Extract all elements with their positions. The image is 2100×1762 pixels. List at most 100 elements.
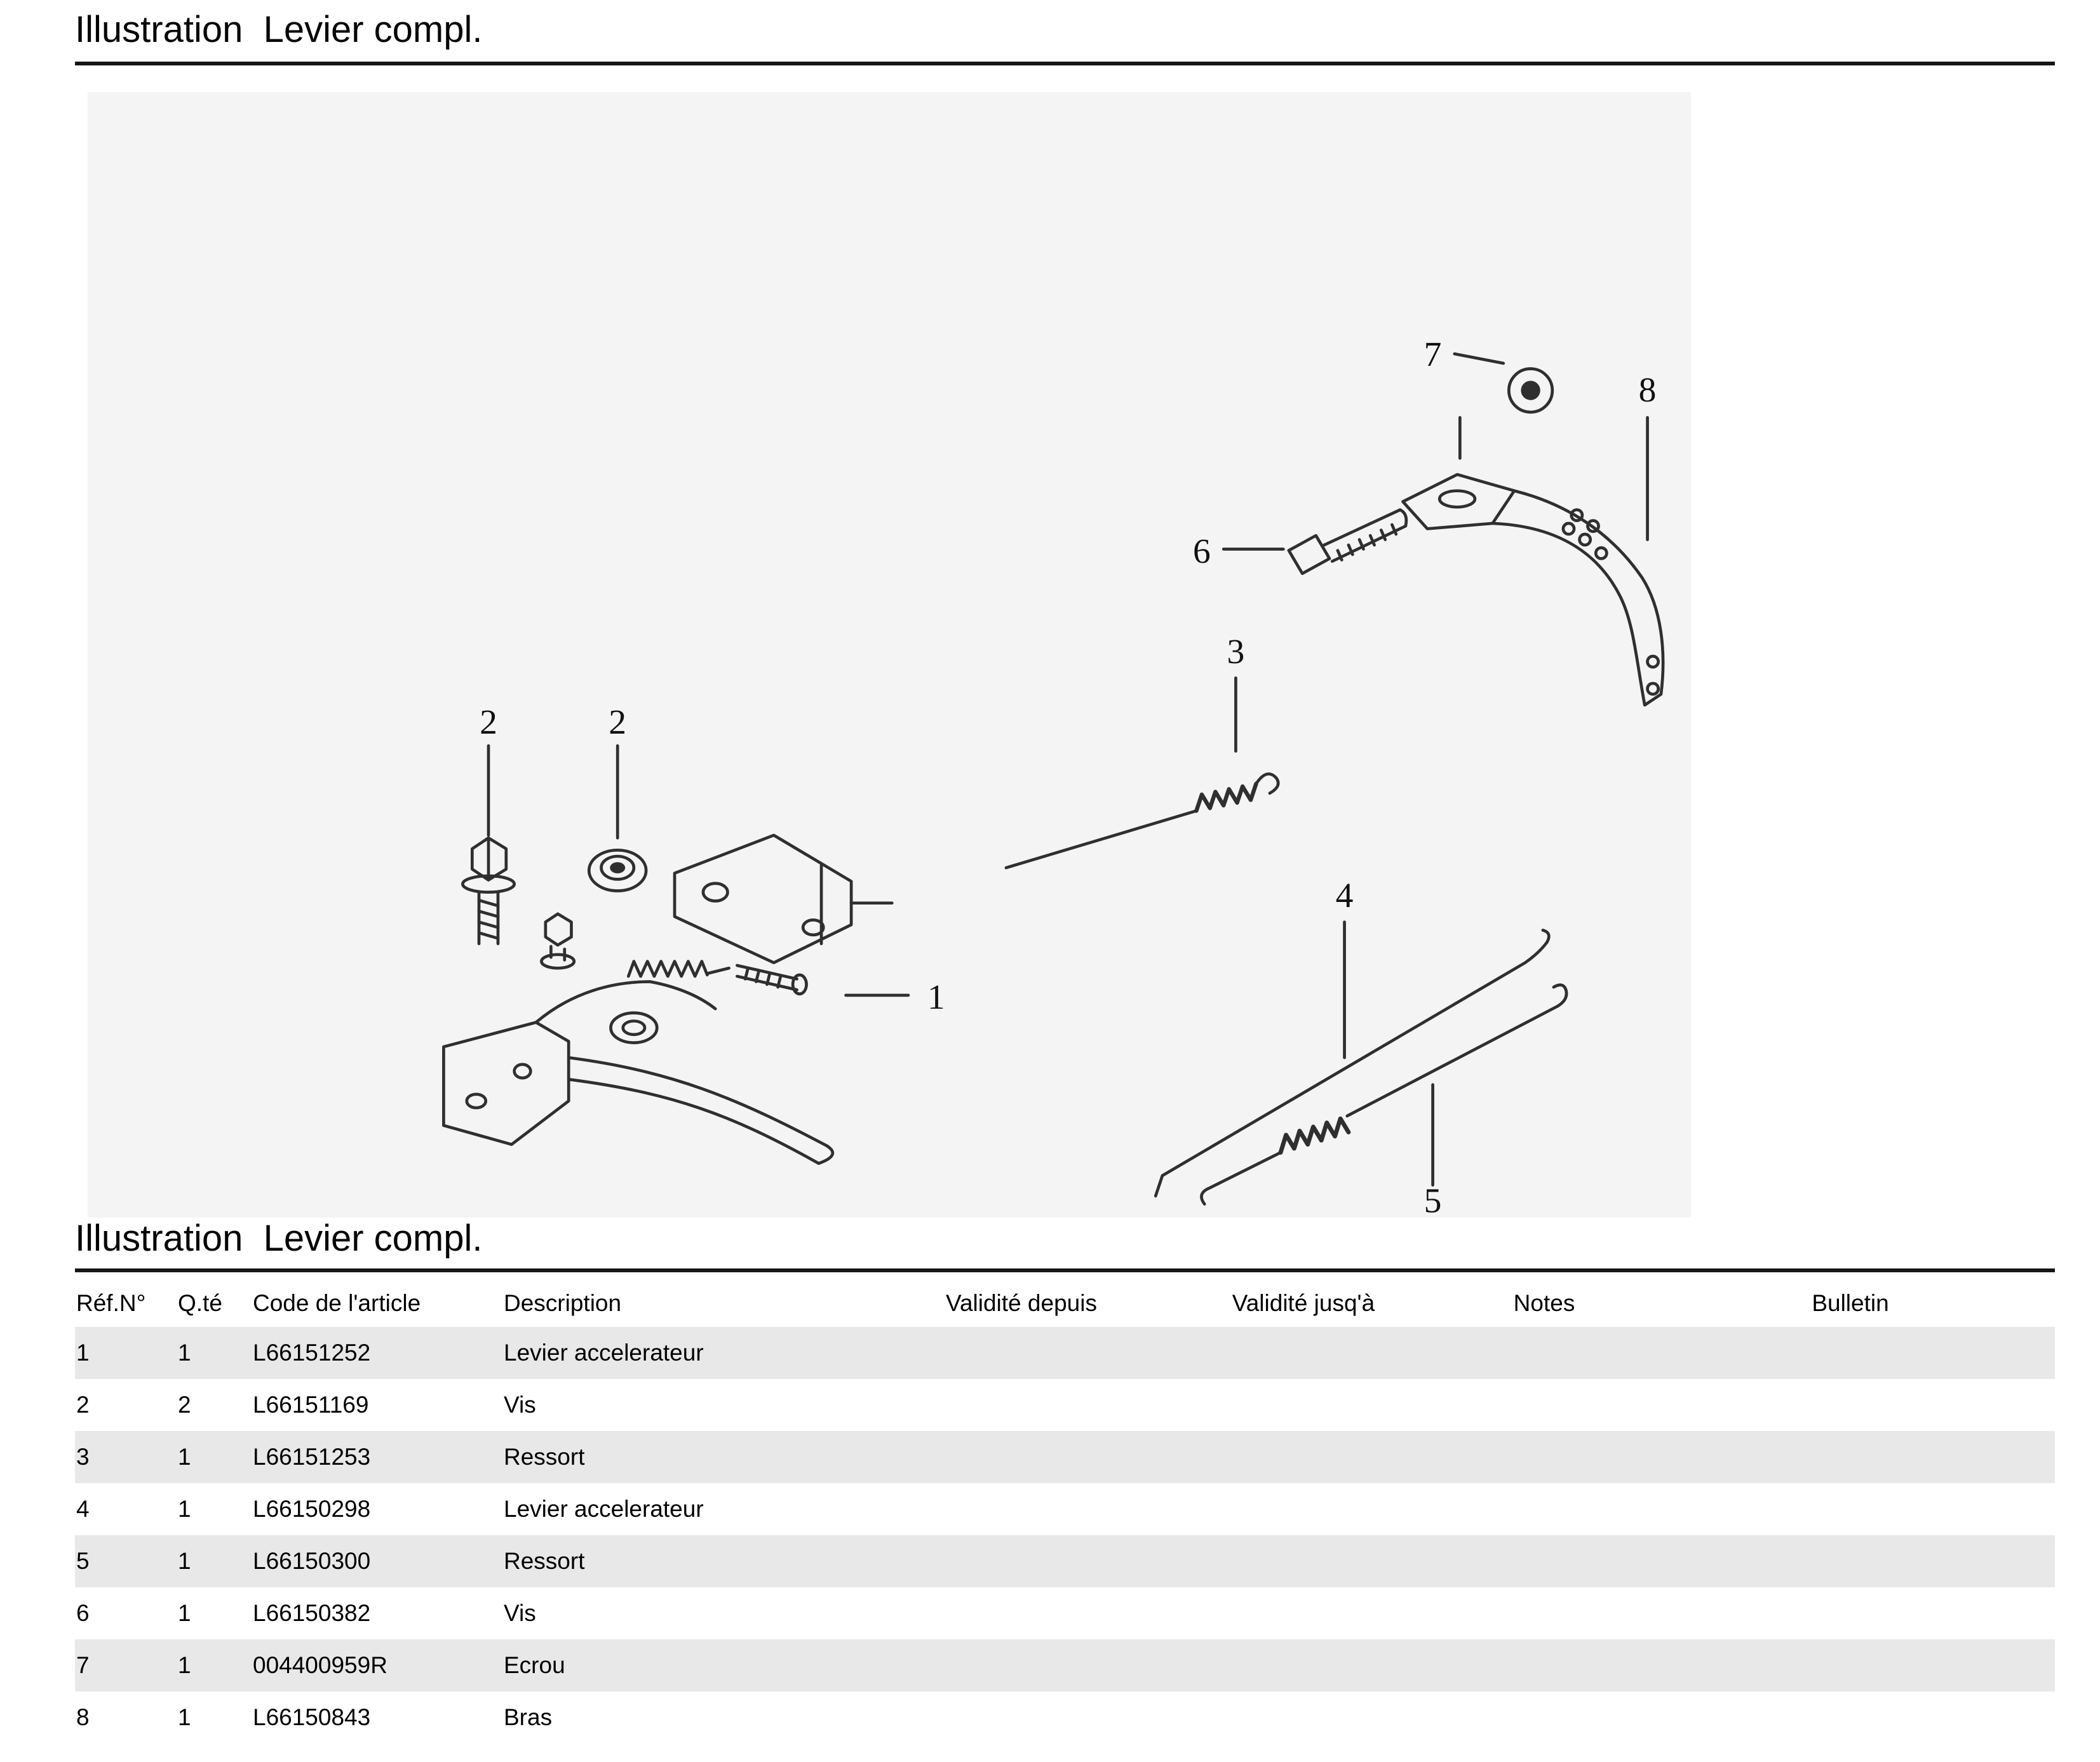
part-bolt xyxy=(461,836,516,945)
table-row: 5 1 L66150300 Ressort xyxy=(75,1535,2055,1588)
part-arm xyxy=(1401,415,1665,707)
cell-qty: 1 xyxy=(178,1652,191,1679)
cell-code: L66150843 xyxy=(253,1704,371,1731)
cell-notes xyxy=(1443,1483,1646,1535)
callout-6: 6 xyxy=(1193,532,1211,571)
cell-desc: Bras xyxy=(504,1704,553,1731)
cell-qty: 2 xyxy=(178,1392,191,1418)
table-row: 1 1 L66151252 Levier accelerateur xyxy=(75,1327,2055,1380)
cell-valid-to xyxy=(1164,1431,1443,1483)
cell-valid-from xyxy=(878,1691,1164,1744)
cell-code: L66150300 xyxy=(253,1548,371,1575)
cell-qty: 1 xyxy=(178,1496,191,1523)
cell-qty: 1 xyxy=(178,1704,191,1731)
cell-desc: Vis xyxy=(504,1392,536,1418)
cell-desc: Ecrou xyxy=(504,1652,565,1679)
cell-notes xyxy=(1443,1379,1646,1431)
col-header-qty: Q.té xyxy=(178,1290,222,1317)
cell-ref: 1 xyxy=(76,1340,90,1366)
cell-notes xyxy=(1443,1639,1646,1691)
callout-7: 7 xyxy=(1424,335,1442,374)
part-nut-top xyxy=(1507,367,1554,414)
cell-notes xyxy=(1443,1535,1646,1587)
parts-table-header: Réf.N° Q.té Code de l'article Descriptio… xyxy=(75,1280,2055,1327)
table-row: 6 1 L66150382 Vis xyxy=(75,1587,2055,1640)
cell-bulletin xyxy=(1646,1327,2055,1379)
cell-desc: Levier accelerateur xyxy=(504,1496,704,1523)
exploded-view-drawing: 2 2 1 3 4 5 6 7 8 xyxy=(442,335,1665,1218)
table-rule xyxy=(75,1268,2055,1273)
col-header-ref: Réf.N° xyxy=(76,1290,146,1317)
cell-notes xyxy=(1443,1327,1646,1379)
part-spring-lower xyxy=(1200,983,1568,1206)
cell-valid-to xyxy=(1164,1639,1443,1691)
table-row: 7 1 004400959R Ecrou xyxy=(75,1639,2055,1692)
callout-leader-lines xyxy=(487,352,1649,1187)
part-lever-assembly xyxy=(442,833,894,1165)
cell-valid-to xyxy=(1164,1535,1443,1587)
cell-ref: 7 xyxy=(76,1652,90,1679)
cell-ref: 4 xyxy=(76,1496,90,1523)
cell-code: L66150382 xyxy=(253,1600,371,1627)
cell-bulletin xyxy=(1646,1691,2055,1744)
col-header-to: Validité jusq'à xyxy=(1232,1290,1375,1317)
cell-desc: Ressort xyxy=(504,1444,585,1470)
part-rod xyxy=(1154,928,1551,1197)
cell-code: L66151169 xyxy=(253,1392,369,1418)
callout-numbers: 2 2 1 3 4 5 6 7 8 xyxy=(480,335,1656,1218)
col-header-bulletin: Bulletin xyxy=(1812,1290,1889,1317)
cell-code: L66151253 xyxy=(253,1444,371,1470)
cell-valid-from xyxy=(878,1431,1164,1483)
cell-code: L66150298 xyxy=(253,1496,371,1523)
cell-valid-from xyxy=(878,1587,1164,1639)
col-header-code: Code de l'article xyxy=(253,1290,421,1317)
cell-ref: 5 xyxy=(76,1548,90,1575)
top-rule xyxy=(75,61,2055,65)
callout-2-right: 2 xyxy=(609,703,626,742)
parts-table-body: 1 1 L66151252 Levier accelerateur 2 2 L6… xyxy=(75,1327,2055,1744)
parts-table: Réf.N° Q.té Code de l'article Descriptio… xyxy=(75,1280,2055,1744)
part-screw xyxy=(1287,508,1408,575)
part-spring-center xyxy=(1004,772,1280,870)
cell-valid-from xyxy=(878,1535,1164,1587)
cell-valid-to xyxy=(1164,1691,1443,1744)
cell-desc: Vis xyxy=(504,1600,536,1627)
cell-notes xyxy=(1443,1691,1646,1744)
cell-bulletin xyxy=(1646,1639,2055,1691)
cell-ref: 6 xyxy=(76,1600,90,1627)
cell-bulletin xyxy=(1646,1483,2055,1535)
table-section-title: Illustration Levier compl. xyxy=(75,1217,483,1259)
cell-bulletin xyxy=(1646,1431,2055,1483)
cell-valid-from xyxy=(878,1327,1164,1379)
callout-3: 3 xyxy=(1227,632,1245,671)
cell-qty: 1 xyxy=(178,1340,191,1366)
table-row: 8 1 L66150843 Bras xyxy=(75,1691,2055,1744)
cell-valid-to xyxy=(1164,1327,1443,1379)
cell-valid-to xyxy=(1164,1379,1443,1431)
cell-valid-from xyxy=(878,1483,1164,1535)
cell-ref: 2 xyxy=(76,1392,90,1418)
cell-valid-to xyxy=(1164,1587,1443,1639)
cell-bulletin xyxy=(1646,1379,2055,1431)
callout-2-left: 2 xyxy=(480,703,497,742)
cell-qty: 1 xyxy=(178,1444,191,1470)
cell-desc: Ressort xyxy=(504,1548,585,1575)
cell-desc: Levier accelerateur xyxy=(504,1340,704,1366)
cell-notes xyxy=(1443,1431,1646,1483)
callout-8: 8 xyxy=(1639,370,1657,410)
cell-valid-from xyxy=(878,1639,1164,1691)
table-row: 3 1 L66151253 Ressort xyxy=(75,1431,2055,1484)
table-row: 4 1 L66150298 Levier accelerateur xyxy=(75,1483,2055,1536)
cell-ref: 8 xyxy=(76,1704,90,1731)
col-header-notes: Notes xyxy=(1513,1290,1575,1317)
callout-5: 5 xyxy=(1424,1181,1442,1217)
table-row: 2 2 L66151169 Vis xyxy=(75,1379,2055,1432)
cell-code: 004400959R xyxy=(253,1652,387,1679)
cell-bulletin xyxy=(1646,1535,2055,1587)
cell-ref: 3 xyxy=(76,1444,90,1470)
cell-code: L66151252 xyxy=(253,1340,371,1366)
col-header-from: Validité depuis xyxy=(946,1290,1097,1317)
cell-valid-to xyxy=(1164,1483,1443,1535)
header-row: Réf.N° Q.té Code de l'article Descriptio… xyxy=(75,1280,2055,1327)
